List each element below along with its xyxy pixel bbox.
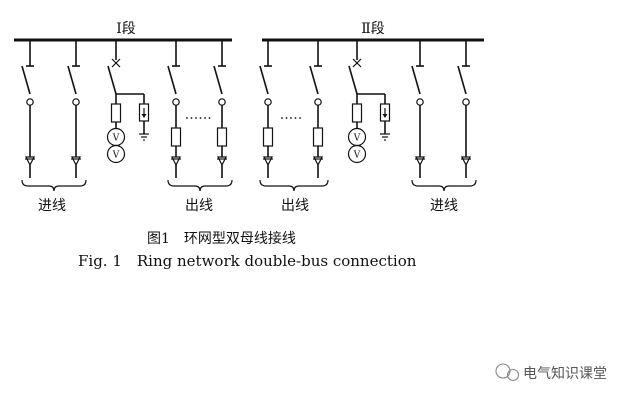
outgoing-feeder-3 [259,40,274,178]
outgoing-feeder-1 [167,40,182,178]
pt-coil-label: V [112,151,120,161]
continuation-dots-1 [186,117,211,119]
pt-bay-section-2: VV [347,40,391,164]
brace-incoming-left [21,179,87,192]
pt-bay-section-1: VV [106,40,150,164]
outgoing-feeder-2 [213,40,228,178]
group-label-outgoing-left: 出线 [185,198,213,214]
incoming-feeder-1 [21,40,35,178]
group-label-incoming-left: 进线 [38,198,66,214]
pt-coil-label: V [353,151,361,161]
watermark-text: 电气知识课堂 [523,365,607,382]
caption-chinese: 图1 环网型双母线接线 [147,230,296,247]
brace-incoming-right [411,179,477,192]
section-label-2: Ⅱ段 [361,21,385,37]
continuation-dots-2 [281,117,301,119]
brace-outgoing-right [259,179,329,192]
caption-english: Fig. 1 Ring network double-bus connectio… [78,252,417,270]
pt-coil-label: V [112,134,120,144]
group-label-outgoing-right: 出线 [281,198,309,214]
outgoing-feeder-4 [309,40,324,178]
group-label-incoming-right: 进线 [430,198,458,214]
incoming-feeder-4 [457,40,471,178]
incoming-feeder-3 [411,40,425,178]
pt-coil-label: V [353,134,361,144]
watermark: 电气知识课堂 [495,363,607,382]
brace-outgoing-left [167,179,233,192]
wechat-icon-small [506,368,520,382]
section-label-1: Ⅰ段 [116,21,136,37]
incoming-feeder-2 [67,40,81,178]
